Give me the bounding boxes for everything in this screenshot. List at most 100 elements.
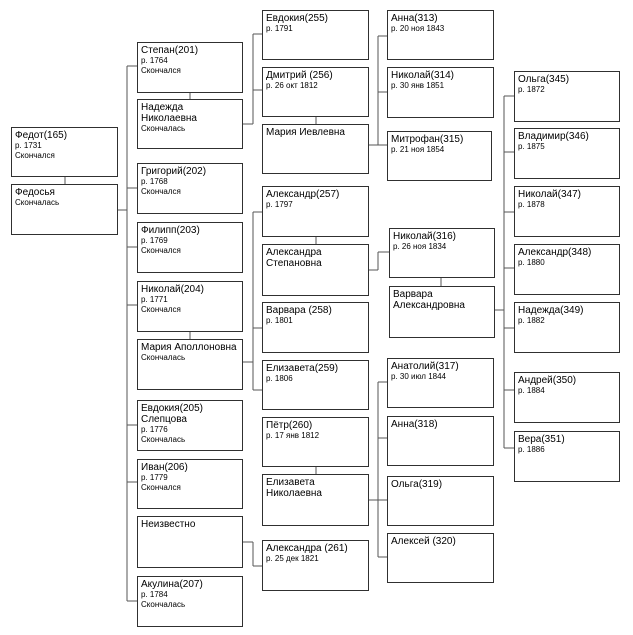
- person-name: Пётр(260): [266, 420, 313, 431]
- person-birth: р. 17 янв 1812: [266, 431, 320, 440]
- person-card-nadezhda-nikolaevna[interactable]: Надежда Николаевна Скончалась: [137, 99, 243, 149]
- person-birth: р. 1806: [266, 374, 293, 383]
- person-birth: р. 1768: [141, 177, 168, 186]
- person-card-maria-apollonovna[interactable]: Мария Аполлоновна Скончалась: [137, 339, 243, 390]
- person-status: Скончалась: [15, 198, 60, 207]
- person-status: Скончался: [141, 246, 181, 255]
- person-surname: Слепцова: [141, 414, 187, 425]
- person-status: Скончалась: [141, 124, 186, 133]
- person-birth: р. 1731: [15, 141, 42, 150]
- person-name: Мария Иевлевна: [266, 127, 345, 138]
- person-name: Николай(316): [393, 231, 456, 242]
- person-card-vladimir[interactable]: Владимир(346) р. 1875: [514, 128, 620, 179]
- person-name: Александр(348): [518, 247, 592, 258]
- person-card-nadezhda-349[interactable]: Надежда(349) р. 1882: [514, 302, 620, 353]
- person-card-grigoriy[interactable]: Григорий(202) р. 1768 Скончался: [137, 163, 243, 214]
- person-patronymic: Степановна: [266, 258, 322, 269]
- person-name: Андрей(350): [518, 375, 577, 386]
- person-birth: р. 1776: [141, 425, 168, 434]
- person-birth: р. 1764: [141, 56, 168, 65]
- person-card-olga-345[interactable]: Ольга(345) р. 1872: [514, 71, 620, 122]
- person-name: Мария Аполлоновна: [141, 342, 237, 353]
- person-name: Елизавета(259): [266, 363, 339, 374]
- person-name: Степан(201): [141, 45, 199, 56]
- person-birth: р. 1797: [266, 200, 293, 209]
- person-name: Неизвестно: [141, 519, 196, 530]
- person-birth: р. 30 июл 1844: [391, 372, 446, 381]
- person-name: Николай(347): [518, 189, 581, 200]
- person-card-dmitriy[interactable]: Дмитрий (256) р. 26 окт 1812: [262, 67, 369, 117]
- person-card-varvara-aleksandrovna[interactable]: Варвара Александровна: [389, 286, 495, 338]
- person-birth: р. 1779: [141, 473, 168, 482]
- person-name: Надежда(349): [518, 305, 584, 316]
- person-status: Скончался: [141, 305, 181, 314]
- person-card-nikolay-204[interactable]: Николай(204) р. 1771 Скончался: [137, 281, 243, 332]
- person-card-elizaveta-259[interactable]: Елизавета(259) р. 1806: [262, 360, 369, 410]
- person-card-varvara-258[interactable]: Варвара (258) р. 1801: [262, 302, 369, 353]
- person-card-evdokiya-255[interactable]: Евдокия(255) р. 1791: [262, 10, 369, 60]
- person-birth: р. 21 ноя 1854: [391, 145, 445, 154]
- person-name: Николай(314): [391, 70, 454, 81]
- person-card-akulina[interactable]: Акулина(207) р. 1784 Скончалась: [137, 576, 243, 627]
- person-card-elizaveta-nikolaevna[interactable]: Елизавета Николаевна: [262, 474, 369, 526]
- person-name: Ольга(345): [518, 74, 570, 85]
- person-card-maria-ievlevna[interactable]: Мария Иевлевна: [262, 124, 369, 174]
- person-card-filipp[interactable]: Филипп(203) р. 1769 Скончался: [137, 222, 243, 273]
- person-name: Варвара: [393, 289, 433, 300]
- person-name: Александр(257): [266, 189, 340, 200]
- person-name: Иван(206): [141, 462, 188, 473]
- person-name: Дмитрий (256): [266, 70, 333, 81]
- person-status: Скончался: [15, 151, 55, 160]
- person-patronymic: Александровна: [393, 300, 465, 311]
- person-card-stepan[interactable]: Степан(201) р. 1764 Скончался: [137, 42, 243, 93]
- person-birth: р. 26 окт 1812: [266, 81, 318, 90]
- person-card-anatoliy[interactable]: Анатолий(317) р. 30 июл 1844: [387, 358, 494, 408]
- person-birth: р. 30 янв 1851: [391, 81, 445, 90]
- person-birth: р. 1791: [266, 24, 293, 33]
- person-birth: р. 1884: [518, 386, 545, 395]
- person-card-mitrofan[interactable]: Митрофан(315) р. 21 ноя 1854: [387, 131, 492, 181]
- person-birth: р. 1880: [518, 258, 545, 267]
- person-name: Александра (261): [266, 543, 348, 554]
- person-birth: р. 1882: [518, 316, 545, 325]
- person-birth: р. 25 дек 1821: [266, 554, 319, 563]
- person-status: Скончался: [141, 66, 181, 75]
- person-name: Филипп(203): [141, 225, 200, 236]
- person-card-anna-318[interactable]: Анна(318): [387, 416, 494, 466]
- person-name: Анна(313): [391, 13, 438, 24]
- person-birth: р. 20 ноя 1843: [391, 24, 445, 33]
- person-card-aleksandr-257[interactable]: Александр(257) р. 1797: [262, 186, 369, 237]
- person-birth: р. 1872: [518, 85, 545, 94]
- person-status: Скончался: [141, 483, 181, 492]
- person-card-ivan[interactable]: Иван(206) р. 1779 Скончался: [137, 459, 243, 509]
- person-name: Евдокия(205): [141, 403, 203, 414]
- person-name: Федосья: [15, 187, 55, 198]
- person-name: Григорий(202): [141, 166, 207, 177]
- person-card-aleksey[interactable]: Алексей (320): [387, 533, 494, 583]
- person-name: Владимир(346): [518, 131, 589, 142]
- person-card-fedot[interactable]: Федот(165) р. 1731 Скончался: [11, 127, 118, 177]
- person-card-aleksandra-stepanovna[interactable]: Александра Степановна: [262, 244, 369, 296]
- person-card-nikolay-347[interactable]: Николай(347) р. 1878: [514, 186, 620, 237]
- person-name: Акулина(207): [141, 579, 203, 590]
- person-card-neizvestno[interactable]: Неизвестно: [137, 516, 243, 568]
- person-card-anna-313[interactable]: Анна(313) р. 20 ноя 1843: [387, 10, 494, 60]
- person-card-petr[interactable]: Пётр(260) р. 17 янв 1812: [262, 417, 369, 467]
- person-name: Анна(318): [391, 419, 438, 430]
- person-card-aleksandra-261[interactable]: Александра (261) р. 25 дек 1821: [262, 540, 369, 591]
- person-card-aleksandr-348[interactable]: Александр(348) р. 1880: [514, 244, 620, 295]
- person-card-andrey[interactable]: Андрей(350) р. 1884: [514, 372, 620, 423]
- person-birth: р. 1801: [266, 316, 293, 325]
- person-birth: р. 1784: [141, 590, 168, 599]
- person-card-fedosya[interactable]: Федосья Скончалась: [11, 184, 118, 235]
- person-card-evdokiya-205[interactable]: Евдокия(205) Слепцова р. 1776 Скончалась: [137, 400, 243, 451]
- person-name: Федот(165): [15, 130, 68, 141]
- person-card-vera[interactable]: Вера(351) р. 1886: [514, 431, 620, 482]
- person-status: Скончался: [141, 187, 181, 196]
- person-card-nikolay-314[interactable]: Николай(314) р. 30 янв 1851: [387, 67, 494, 118]
- person-birth: р. 1771: [141, 295, 168, 304]
- person-name: Евдокия(255): [266, 13, 328, 24]
- person-card-olga-319[interactable]: Ольга(319): [387, 476, 494, 526]
- person-card-nikolay-316[interactable]: Николай(316) р. 26 ноя 1834: [389, 228, 495, 278]
